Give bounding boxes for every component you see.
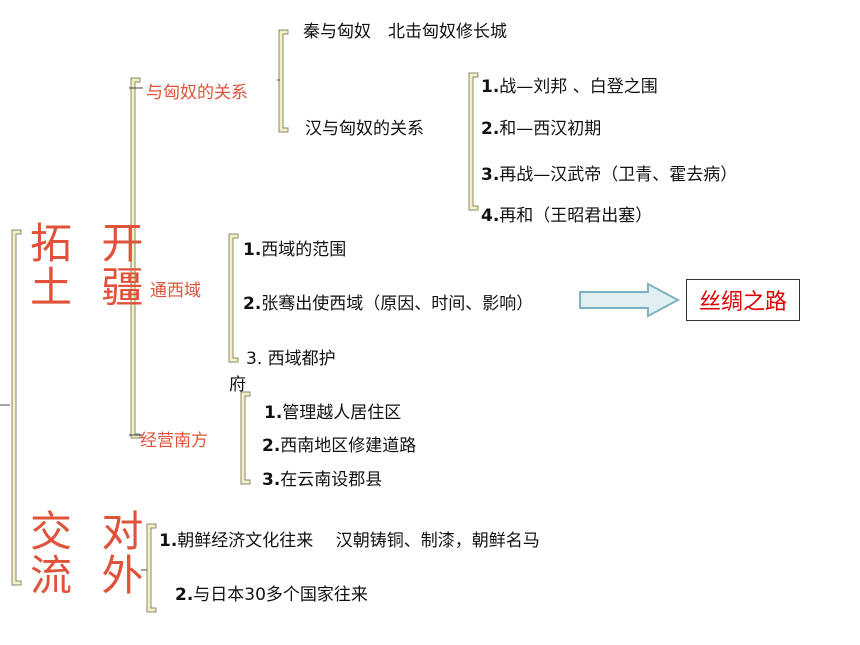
- han-xiongnu-label: 汉与匈奴的关系: [305, 119, 424, 139]
- han-item-3-num: 3.: [481, 165, 500, 185]
- exchange-item-2-text: 与日本30多个国家往来: [193, 585, 368, 605]
- topic-exchange-line1: 交 对: [30, 507, 152, 556]
- han-item-4-text: 再和（王昭君出塞）: [499, 206, 653, 226]
- exchange-item-2: 2.与日本30多个国家往来: [175, 580, 368, 605]
- topic-exchange-line2: 流 外: [30, 551, 152, 600]
- han-item-2-text: 和—西汉初期: [499, 119, 602, 139]
- west-item-1-text: 西域的范围: [261, 240, 347, 260]
- exchange-item-1-num: 1.: [159, 531, 178, 551]
- west-item-3-line2: 府: [229, 375, 246, 395]
- south-item-2: 2.西南地区修建道路: [262, 431, 416, 456]
- han-item-1-num: 1.: [481, 77, 500, 97]
- south-item-1-text: 管理越人居住区: [282, 403, 402, 423]
- south-item-3: 3.在云南设郡县: [262, 465, 382, 490]
- han-item-1: 1.战—刘邦 、白登之围: [481, 72, 658, 97]
- han-item-4: 4.再和（王昭君出塞）: [481, 201, 652, 226]
- branch-west: 通西域: [150, 281, 201, 301]
- west-item-1-num: 1.: [243, 240, 262, 260]
- west-item-3-line1: 3. 西域都护: [246, 349, 336, 369]
- han-item-2: 2.和—西汉初期: [481, 114, 601, 139]
- exchange-item-2-num: 2.: [175, 585, 194, 605]
- west-item-2: 2.张骞出使西域（原因、时间、影响）: [243, 289, 533, 314]
- han-item-4-num: 4.: [481, 206, 500, 226]
- han-item-2-num: 2.: [481, 119, 500, 139]
- han-item-1-text: 战—刘邦 、白登之围: [499, 77, 658, 97]
- exchange-item-1-text: 朝鲜经济文化往来 汉朝铸铜、制漆，朝鲜名马: [177, 531, 540, 551]
- topic-exchange: 交 对 流 外: [30, 510, 151, 598]
- south-item-3-text: 在云南设郡县: [280, 470, 383, 490]
- qin-xiongnu-text: 秦与匈奴 北击匈奴修长城: [303, 22, 507, 42]
- west-item-2-num: 2.: [243, 294, 262, 314]
- exchange-item-1: 1.朝鲜经济文化往来 汉朝铸铜、制漆，朝鲜名马: [159, 526, 540, 551]
- west-item-1: 1.西域的范围: [243, 235, 346, 260]
- topic-expand-line1: 拓 开: [30, 219, 152, 268]
- topic-expand: 拓 开 土 疆: [30, 222, 151, 310]
- south-item-1: 1.管理越人居住区: [264, 398, 401, 423]
- south-item-1-num: 1.: [264, 403, 283, 423]
- han-item-3: 3.再战—汉武帝（卫青、霍去病）: [481, 160, 737, 185]
- topic-expand-line2: 土 疆: [30, 263, 152, 312]
- south-item-2-num: 2.: [262, 436, 281, 456]
- silk-road-box: 丝绸之路: [686, 279, 801, 321]
- branch-xiongnu: 与匈奴的关系: [146, 83, 248, 103]
- south-item-3-num: 3.: [262, 470, 281, 490]
- han-item-3-text: 再战—汉武帝（卫青、霍去病）: [499, 165, 738, 185]
- west-item-2-text: 张骞出使西域（原因、时间、影响）: [261, 294, 534, 314]
- branch-south: 经营南方: [140, 431, 208, 451]
- south-item-2-text: 西南地区修建道路: [280, 436, 417, 456]
